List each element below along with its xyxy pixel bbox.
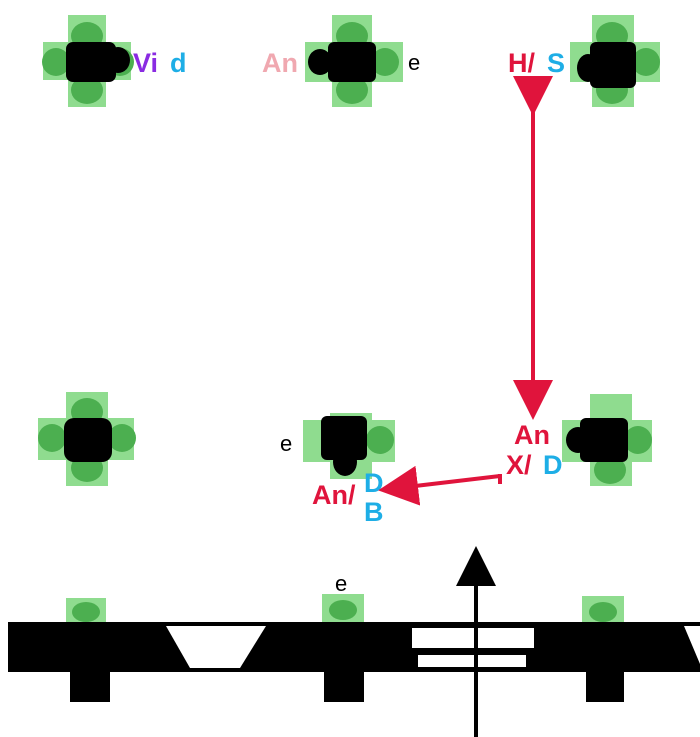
node-r2-c2-label-c: D (364, 468, 384, 498)
node-r2-c3: An X/ D (506, 394, 652, 486)
node-r1-c3-label-b: S (547, 48, 565, 78)
green-node-icon (322, 594, 364, 622)
node-r2-c3-label-c: D (543, 450, 563, 480)
node-r2-c2-label-a: e (280, 431, 292, 456)
bar-trapezoid-cutout (166, 626, 266, 668)
black-node-shape (64, 418, 112, 462)
node-r2-c2-label-d: B (364, 497, 384, 527)
bar-foot (586, 672, 624, 702)
black-node-shape (66, 42, 130, 82)
bottom-bar-label: e (335, 571, 347, 596)
black-node-shape (577, 42, 636, 88)
node-r1-c2-label-b: e (408, 50, 420, 75)
bar-foot (324, 672, 364, 702)
node-r2-c1 (38, 392, 136, 486)
bar-slot-top (412, 628, 534, 648)
bar-edge-cutout (684, 626, 700, 664)
green-node-icon (582, 596, 624, 624)
node-r1-c1: Vi d (42, 15, 187, 107)
arrow-horizontal-red (378, 465, 501, 506)
black-node-shape (321, 416, 367, 476)
node-r1-c2-label-a: An (262, 48, 298, 78)
node-r1-c2: An e (262, 15, 420, 107)
node-r2-c3-label-b: X/ (506, 450, 532, 480)
black-node-shape (308, 42, 376, 82)
node-r1-c3-label-a: H/ (508, 48, 535, 78)
node-r2-c2: e An/ D B (280, 413, 395, 527)
node-r2-c3-label-a: An (514, 420, 550, 450)
green-node-icon (66, 598, 106, 624)
node-r1-c1-label-b: d (170, 48, 187, 78)
black-node-shape (566, 418, 628, 462)
bar-slot-bottom (418, 655, 526, 667)
node-r1-c3: H/ S (508, 15, 660, 107)
bar-body (8, 622, 700, 672)
node-r2-c2-label-b: An/ (312, 480, 356, 510)
bar-foot (70, 672, 110, 702)
node-r1-c1-label-a: Vi (133, 48, 158, 78)
bottom-bar: e (8, 571, 700, 702)
